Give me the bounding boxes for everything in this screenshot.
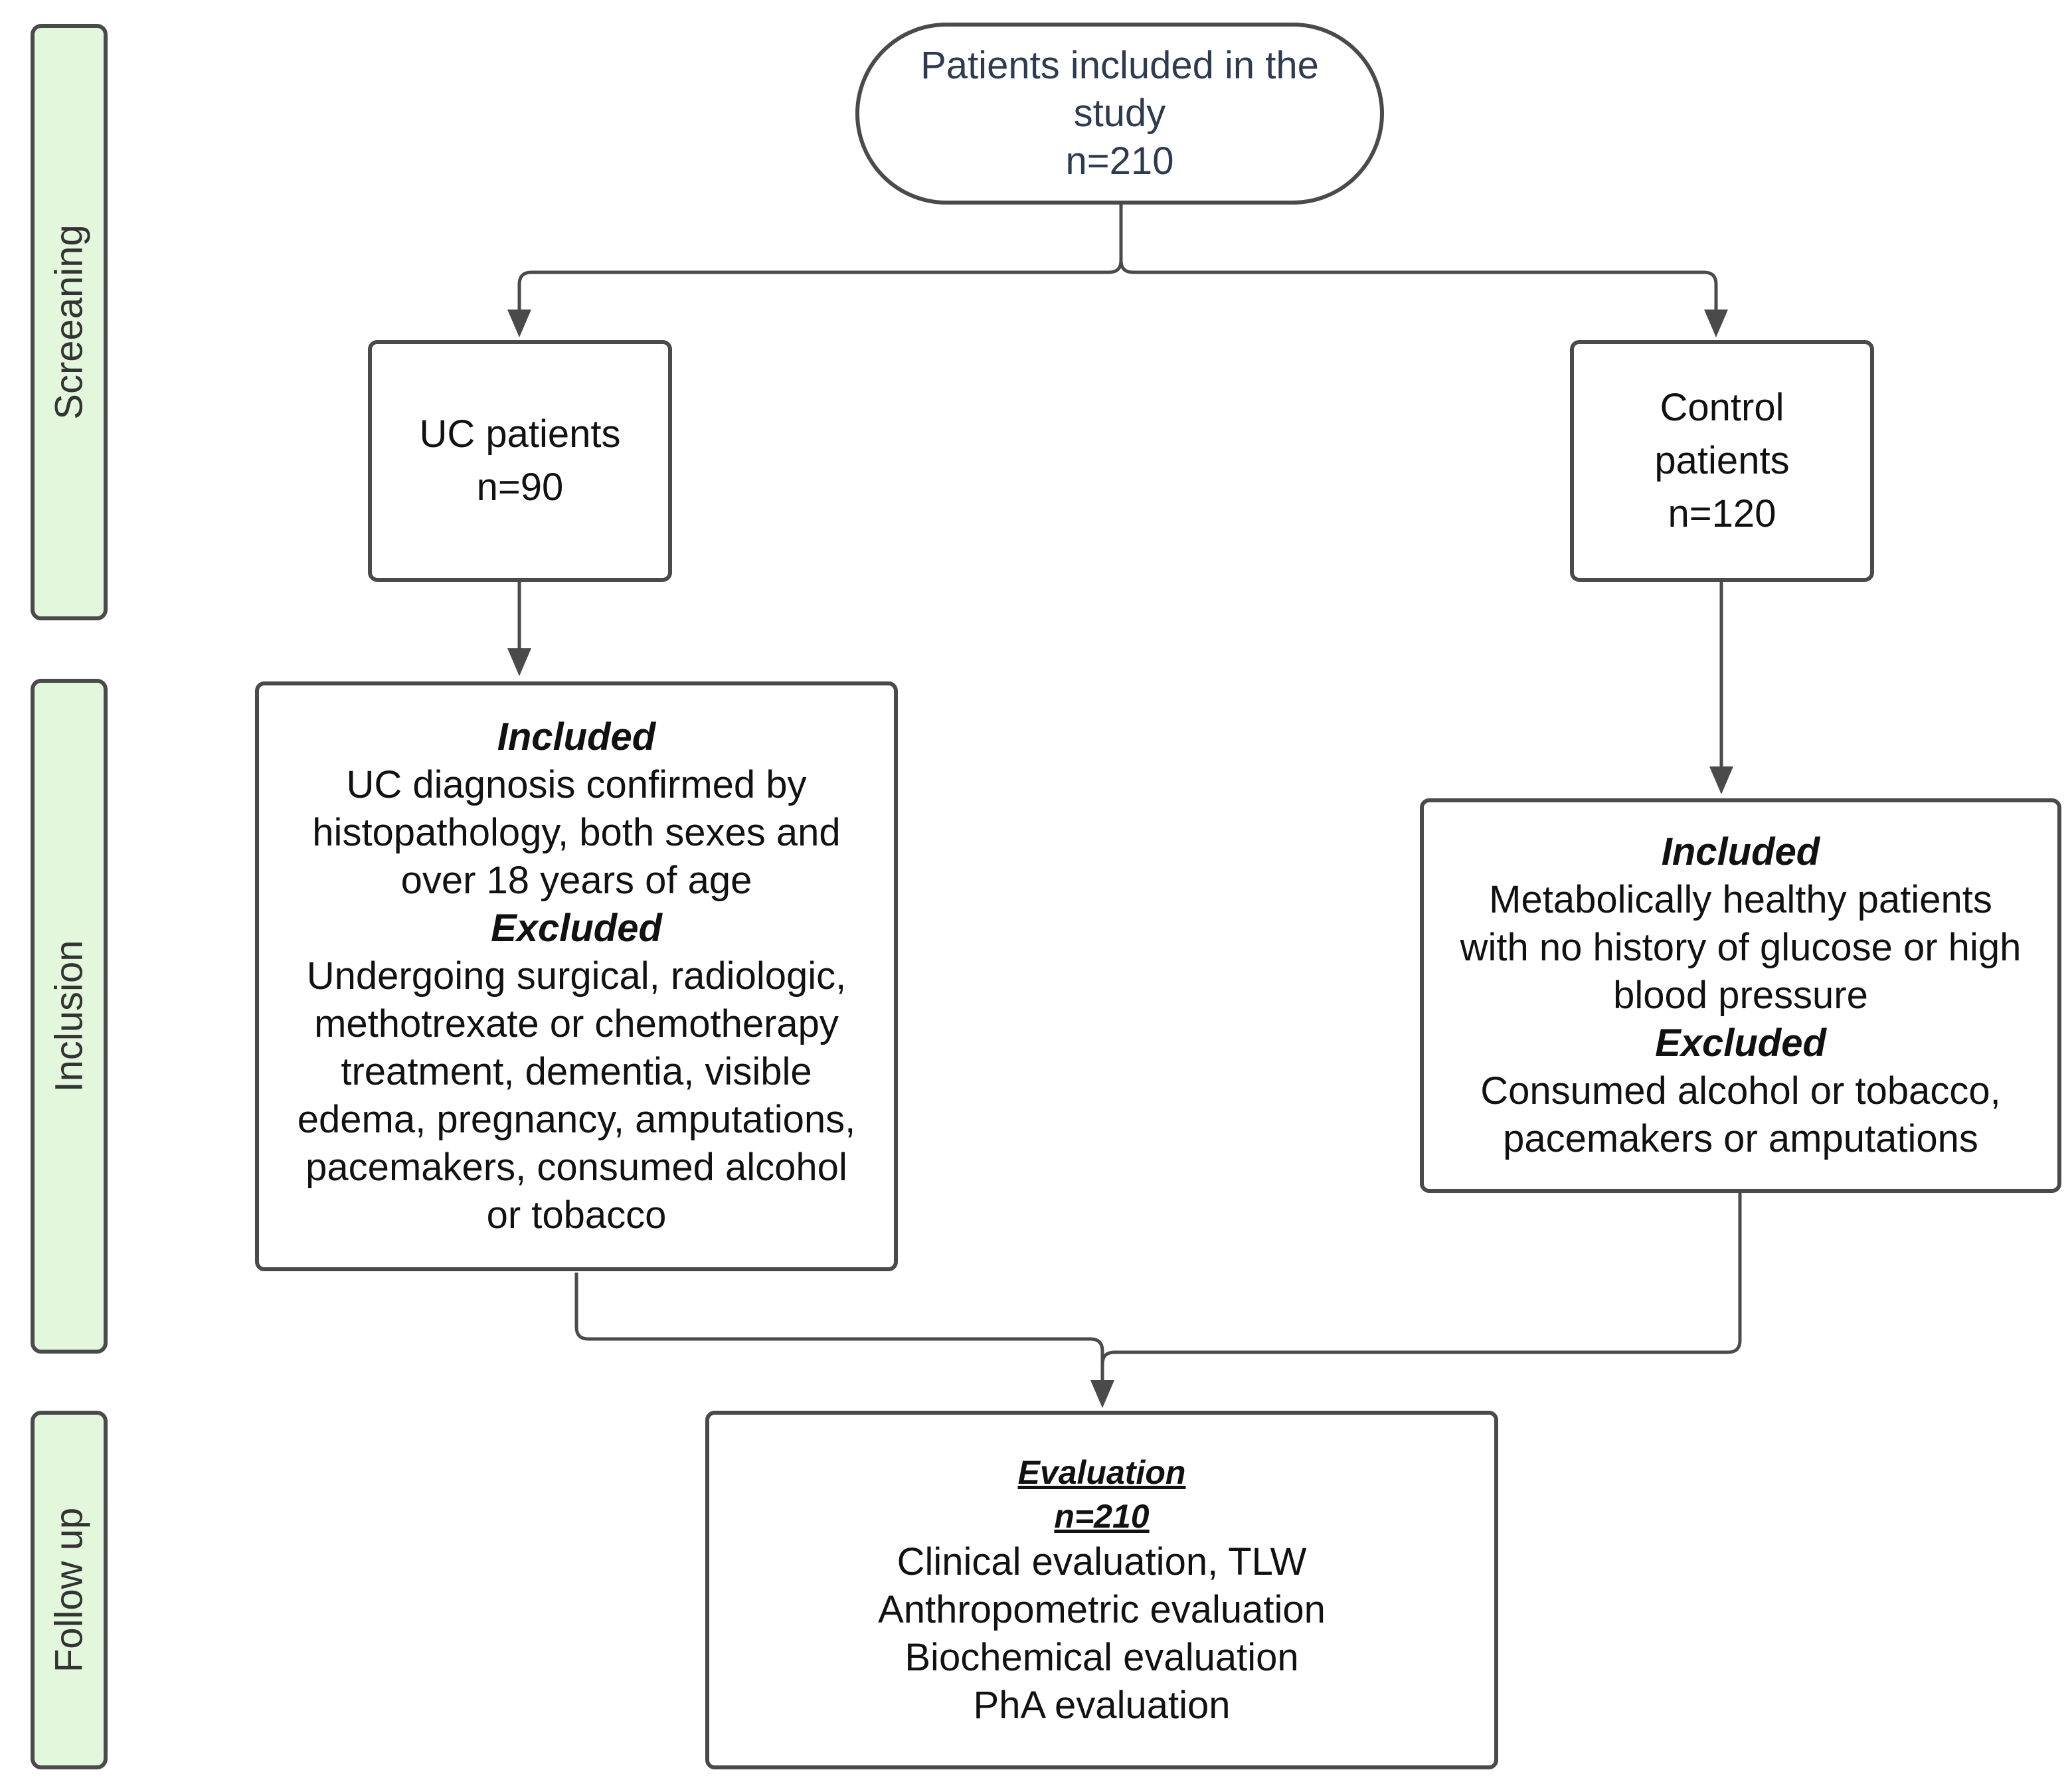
evaluation-item-1: Clinical evaluation, TLW xyxy=(897,1540,1307,1583)
stage-screening: Screeaning xyxy=(31,24,108,620)
control-included-heading: Included xyxy=(1661,830,1820,873)
arrowhead-control-criteria xyxy=(1709,766,1733,794)
uc-patients-title: UC patients xyxy=(419,412,621,456)
uc-included-line-3: over 18 years of age xyxy=(400,859,752,902)
uc-excluded-heading: Excluded xyxy=(491,907,662,950)
evaluation-count: n=210 xyxy=(1054,1498,1150,1535)
evaluation-item-4: PhA evaluation xyxy=(973,1684,1231,1727)
uc-excluded-line-6: or tobacco xyxy=(486,1194,667,1237)
arrowhead-evaluation xyxy=(1090,1380,1114,1408)
start-count: n=210 xyxy=(1065,139,1174,183)
uc-included-line-2: histopathology, both sexes and xyxy=(312,811,841,854)
uc-excluded-line-3: treatment, dementia, visible xyxy=(341,1050,812,1093)
arrowhead-uc xyxy=(507,310,531,337)
control-patients-line-2: patients xyxy=(1654,439,1790,482)
start-node: Patients included in the study n=210 xyxy=(855,23,1384,205)
uc-excluded-line-1: Undergoing surgical, radiologic, xyxy=(306,954,847,998)
uc-patients-count: n=90 xyxy=(476,466,564,509)
evaluation-box: Evaluation n=210 Clinical evaluation, TL… xyxy=(705,1411,1498,1769)
arrowhead-control xyxy=(1704,310,1728,337)
control-included-line-1: Metabolically healthy patients xyxy=(1489,878,1992,921)
stage-inclusion: Inclusion xyxy=(31,679,108,1354)
control-included-line-3: blood pressure xyxy=(1613,974,1868,1017)
uc-included-line-1: UC diagnosis confirmed by xyxy=(346,763,807,806)
stage-follow-up-label: Follow up xyxy=(47,1507,91,1673)
connector-control-criteria-to-evaluation xyxy=(1100,1193,1742,1365)
uc-included-heading: Included xyxy=(497,715,656,758)
control-excluded-line-2: pacemakers or amputations xyxy=(1503,1117,1978,1160)
arrowhead-uc-criteria xyxy=(507,648,531,676)
evaluation-item-3: Biochemical evaluation xyxy=(905,1636,1299,1679)
connector-start-to-uc xyxy=(517,260,1123,311)
uc-excluded-line-5: pacemakers, consumed alcohol xyxy=(305,1146,847,1189)
stage-follow-up: Follow up xyxy=(31,1411,108,1769)
connector-uc-criteria-to-evaluation xyxy=(574,1273,1104,1381)
uc-criteria-box: Included UC diagnosis confirmed by histo… xyxy=(255,681,898,1271)
evaluation-item-2: Anthropometric evaluation xyxy=(878,1588,1326,1631)
control-patients-line-1: Control xyxy=(1660,386,1784,429)
stage-screening-label: Screeaning xyxy=(47,224,91,420)
control-excluded-heading: Excluded xyxy=(1655,1022,1826,1065)
uc-excluded-line-2: methotrexate or chemotherapy xyxy=(314,1002,839,1045)
connector-start-to-control xyxy=(1119,260,1718,311)
control-patients-count: n=120 xyxy=(1668,492,1776,535)
start-line-2: study xyxy=(1073,92,1166,135)
stage-inclusion-label: Inclusion xyxy=(47,940,91,1093)
control-patients-box: Control patients n=120 xyxy=(1570,340,1874,582)
evaluation-heading: Evaluation xyxy=(1017,1454,1186,1491)
control-excluded-line-1: Consumed alcohol or tobacco, xyxy=(1480,1069,2001,1112)
uc-excluded-line-4: edema, pregnancy, amputations, xyxy=(297,1098,856,1141)
control-criteria-box: Included Metabolically healthy patients … xyxy=(1420,798,2061,1193)
start-line-1: Patients included in the xyxy=(920,44,1319,87)
control-included-line-2: with no history of glucose or high xyxy=(1460,926,2022,969)
uc-patients-box: UC patients n=90 xyxy=(368,340,672,582)
